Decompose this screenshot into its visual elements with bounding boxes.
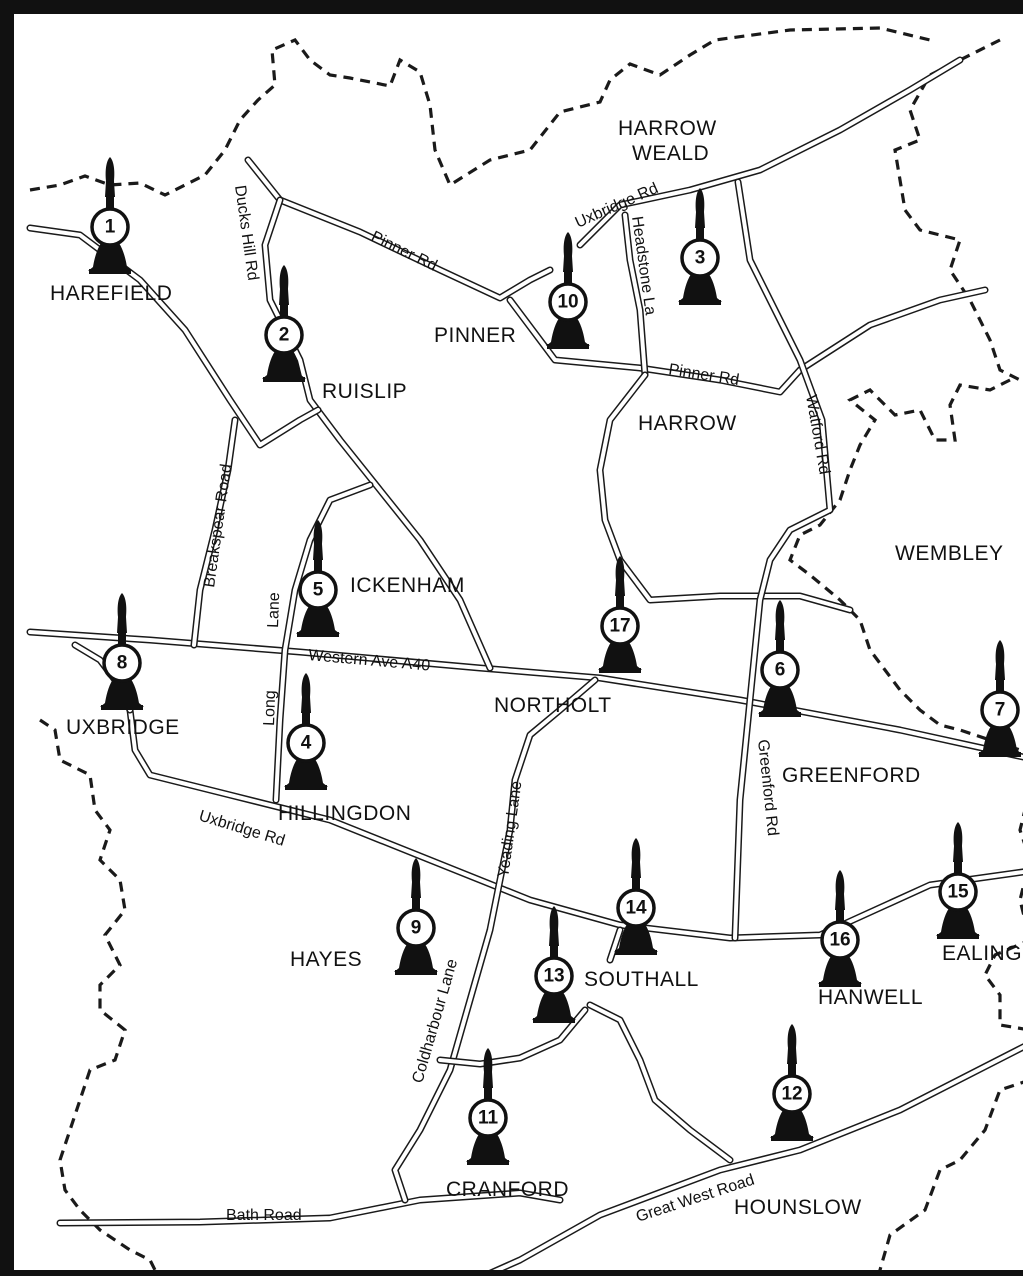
boundaries (29, 26, 1023, 1270)
road-breakspear (190, 416, 239, 649)
road-southall-south (586, 1001, 734, 1164)
place-harrow-weald-line2: WEALD (632, 142, 709, 165)
pub-markers: 1 2 3 4 5 6 7 8 9 10 11 12 13 14 15 16 1… (86, 155, 1023, 1167)
marker-number: 4 (301, 733, 312, 754)
pub-marker-7[interactable]: 7 (976, 638, 1023, 759)
place-hanwell: HANWELL (818, 986, 923, 1009)
place-hillingdon: HILLINGDON (278, 802, 411, 825)
label-long-lane-north: Lane (265, 592, 283, 628)
road-western-ave (26, 628, 1023, 761)
marker-number: 13 (543, 966, 564, 987)
place-harrow-weald-line1: HARROW (618, 117, 717, 140)
pub-marker-13[interactable]: 13 (530, 904, 578, 1025)
place-ealing: EALING (942, 942, 1022, 965)
label-western-ave: Western Ave A40 (308, 647, 431, 675)
marker-number: 16 (829, 930, 850, 951)
place-labels: HARROW WEALD HAREFIELD PINNER RUISLIP HA… (50, 117, 1022, 1219)
place-ickenham: ICKENHAM (350, 574, 465, 597)
label-breakspear-road: Breakspear Road (201, 463, 235, 589)
road-pinner-rd-west (244, 156, 554, 302)
label-long-lane-south: Long (261, 690, 279, 726)
road-uxbridge-rd-south (126, 706, 1023, 942)
marker-number: 15 (947, 882, 969, 903)
place-uxbridge: UXBRIDGE (66, 716, 180, 739)
road-yeading-lane (391, 676, 599, 1204)
pub-marker-8[interactable]: 8 (98, 591, 146, 712)
pub-marker-2[interactable]: 2 (260, 263, 308, 384)
pub-marker-12[interactable]: 12 (768, 1022, 816, 1143)
roads (26, 56, 1023, 1270)
road-cranford-link (436, 1006, 589, 1068)
marker-number: 3 (695, 248, 706, 269)
pub-marker-11[interactable]: 11 (464, 1046, 512, 1167)
label-yeading-lane: Yeading Lane (495, 780, 525, 879)
marker-number: 5 (313, 580, 324, 601)
place-southall: SOUTHALL (584, 968, 699, 991)
pub-marker-15[interactable]: 15 (934, 820, 982, 941)
label-pinner-rd-west: Pinner Rd (368, 228, 439, 274)
boundary-ealing (983, 811, 1023, 1031)
road-ducks-hill-rd (261, 196, 494, 672)
marker-number: 14 (625, 898, 647, 919)
place-hounslow: HOUNSLOW (734, 1196, 862, 1219)
place-hayes: HAYES (290, 948, 362, 971)
road-uxbridge-rd-north (576, 56, 964, 249)
marker-number: 9 (411, 918, 422, 939)
road-southall-link (606, 926, 624, 964)
road-bath-road (56, 1189, 564, 1227)
boundary-east (893, 38, 1021, 382)
label-ducks-hill-rd: Ducks Hill Rd (231, 184, 261, 281)
label-uxbridge-rd-north: Uxbridge Rd (573, 180, 661, 232)
road-pinner-rd-east (506, 286, 989, 396)
label-pinner-rd-east: Pinner Rd (667, 361, 740, 389)
place-pinner: PINNER (434, 324, 516, 347)
pub-marker-17[interactable]: 17 (596, 554, 644, 675)
place-harrow: HARROW (638, 412, 737, 435)
marker-number: 7 (995, 700, 1006, 721)
road-long-lane (272, 481, 374, 804)
boundary-hounslow (878, 1080, 1023, 1270)
marker-number: 17 (609, 616, 630, 637)
marker-number: 11 (478, 1108, 499, 1129)
pub-marker-4[interactable]: 4 (282, 671, 330, 792)
pub-marker-1[interactable]: 1 (86, 155, 134, 276)
pub-marker-6[interactable]: 6 (756, 598, 804, 719)
label-watford-rd: Watford Rd (802, 394, 833, 476)
pub-marker-14[interactable]: 14 (612, 836, 660, 957)
road-great-west-road (488, 1043, 1023, 1270)
label-bath-road: Bath Road (226, 1207, 302, 1224)
road-harefield-ruislip (26, 224, 322, 449)
pub-marker-9[interactable]: 9 (392, 856, 440, 977)
place-greenford: GREENFORD (782, 764, 921, 787)
marker-number: 2 (279, 325, 290, 346)
place-cranford: CRANFORD (446, 1178, 569, 1201)
place-wembley: WEMBLEY (895, 542, 1004, 565)
place-ruislip: RUISLIP (322, 380, 407, 403)
road-watford-rd (731, 178, 834, 942)
boundary-west (39, 718, 157, 1270)
road-headstone-la (621, 211, 649, 379)
pub-marker-3[interactable]: 3 (676, 186, 724, 307)
boundary-north (29, 26, 931, 197)
label-greenford-rd: Greenford Rd (754, 739, 781, 837)
marker-number: 6 (775, 660, 786, 681)
label-uxbridge-rd-south: Uxbridge Rd (197, 808, 287, 850)
marker-number: 8 (117, 653, 128, 674)
marker-number: 1 (105, 217, 116, 238)
marker-number: 10 (557, 292, 578, 313)
pub-marker-5[interactable]: 5 (294, 518, 342, 639)
marker-number: 12 (781, 1084, 802, 1105)
pub-marker-10[interactable]: 10 (544, 230, 592, 351)
place-northolt: NORTHOLT (494, 694, 612, 717)
place-harefield: HAREFIELD (50, 282, 172, 305)
pub-marker-16[interactable]: 16 (816, 868, 864, 989)
